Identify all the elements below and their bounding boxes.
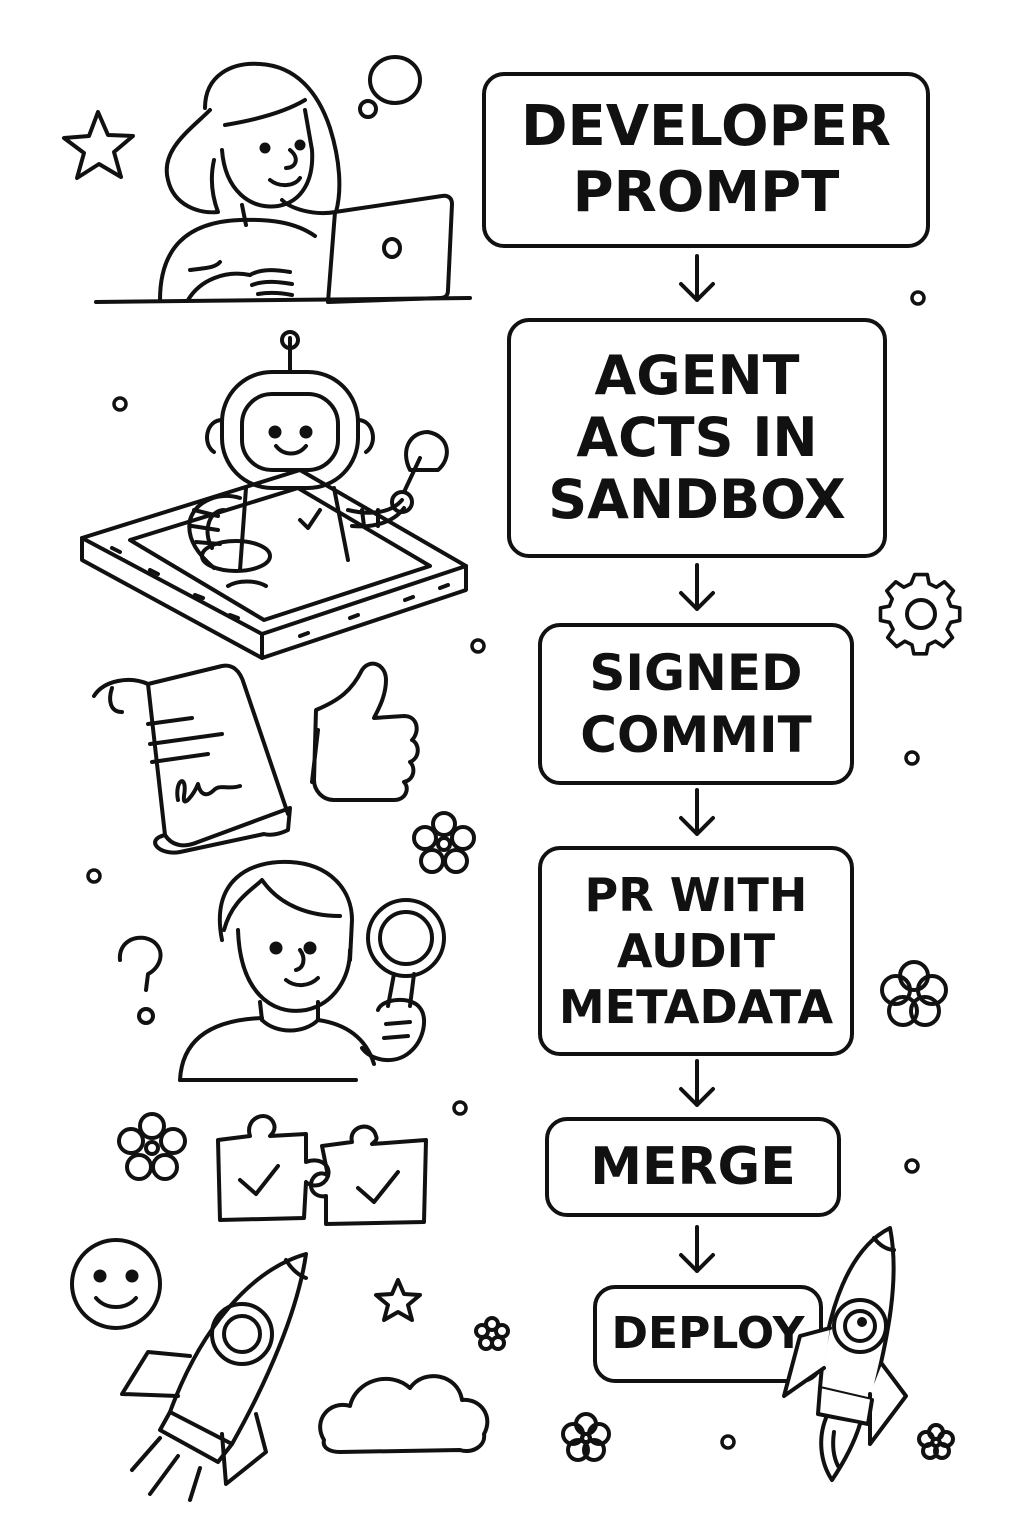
- robot-in-sandbox-icon: [80, 330, 468, 660]
- step-label-line: SANDBOX: [548, 468, 846, 531]
- arrow-down-icon: [679, 1059, 715, 1107]
- step-label-line: DEVELOPER: [520, 94, 892, 159]
- developer-at-laptop-icon: [94, 61, 472, 304]
- step-deploy: DEPLOY: [593, 1285, 823, 1383]
- bubble-circles-icon: [358, 55, 422, 119]
- step-signed-commit: SIGNED COMMIT: [538, 623, 854, 785]
- step-label-line: COMMIT: [580, 706, 812, 764]
- puzzle-pieces-check-icon: [216, 1114, 428, 1226]
- smiley-icon: [70, 1238, 162, 1330]
- flower-icon: [561, 1412, 611, 1462]
- flower-icon: [117, 1112, 187, 1181]
- step-label-line: AUDIT: [616, 924, 776, 978]
- step-developer-prompt: DEVELOPER PROMPT: [482, 72, 930, 248]
- reviewer-with-magnifier-icon: [178, 859, 446, 1082]
- flower-icon: [412, 811, 476, 874]
- decorative-dots: [86, 290, 926, 1450]
- step-label-line: AGENT: [594, 344, 800, 407]
- arrow-down-icon: [679, 788, 715, 836]
- rocket-icon: [782, 1226, 908, 1482]
- thumbs-up-icon: [310, 661, 420, 802]
- step-label-line: MERGE: [590, 1137, 796, 1197]
- rocket-icon: [120, 1252, 308, 1502]
- step-agent-acts-in-sandbox: AGENT ACTS IN SANDBOX: [507, 318, 887, 558]
- step-label-line: SIGNED: [589, 644, 803, 702]
- flower-icon: [917, 1423, 955, 1460]
- arrow-down-icon: [679, 254, 715, 302]
- arrow-down-icon: [679, 1225, 715, 1273]
- step-label-line: DEPLOY: [611, 1308, 805, 1359]
- flower-icon: [880, 960, 948, 1027]
- flower-icon: [474, 1316, 510, 1351]
- step-label-line: ACTS IN: [576, 406, 818, 469]
- arrow-down-icon: [679, 563, 715, 611]
- signed-scroll-icon: [92, 663, 292, 855]
- step-label-line: PROMPT: [572, 160, 840, 225]
- step-pr-with-audit-metadata: PR WITH AUDIT METADATA: [538, 846, 854, 1056]
- gear-icon: [878, 572, 962, 656]
- step-merge: MERGE: [545, 1117, 841, 1217]
- cloud-icon: [318, 1374, 490, 1454]
- star-icon: [62, 110, 135, 180]
- star-icon: [374, 1278, 422, 1322]
- step-label-line: PR WITH: [584, 868, 808, 922]
- step-label-line: METADATA: [558, 980, 834, 1034]
- question-mark-icon: [117, 935, 163, 1025]
